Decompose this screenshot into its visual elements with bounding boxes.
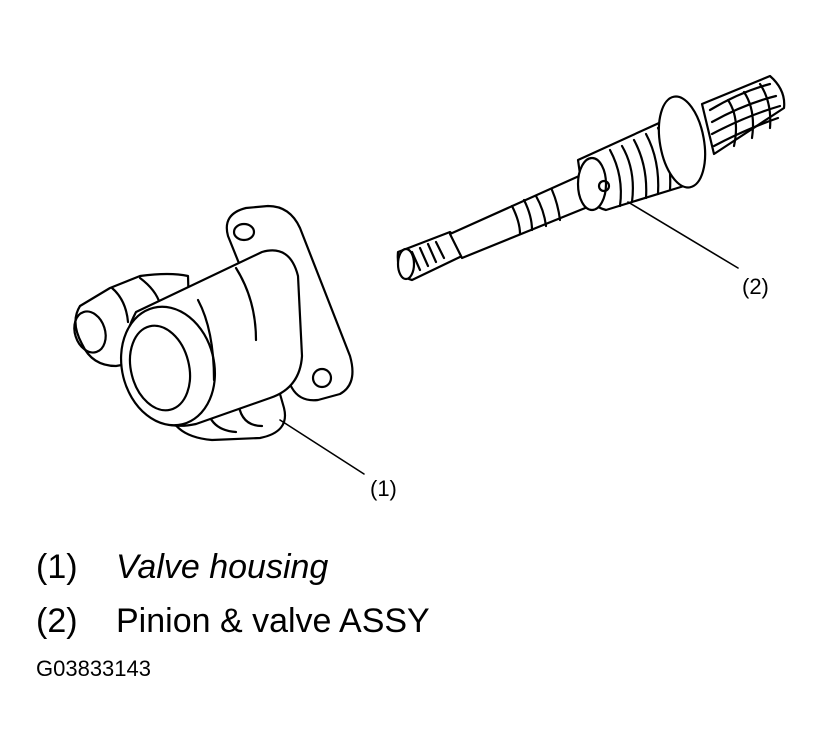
legend-item-number: (2) — [36, 602, 78, 640]
leader-line-1 — [279, 419, 365, 475]
flange-bolt-hole-top — [232, 222, 256, 242]
flange-bolt-hole-bottom — [311, 367, 333, 389]
side-port-bore — [73, 310, 107, 354]
valve-housing-illustration — [73, 204, 354, 442]
cylinder-bore — [128, 324, 192, 412]
legend-item-number: (1) — [36, 548, 78, 586]
pinion-gear — [700, 74, 786, 156]
figure-id: G03833143 — [36, 656, 151, 681]
callout-label-2: (2) — [742, 274, 769, 299]
legend-item-valve-housing: (1) Valve housing — [36, 540, 430, 594]
leader-line-2 — [627, 201, 739, 269]
legend-item-label: Valve housing — [116, 548, 329, 586]
legend-item-pinion-valve-assy: (2) Pinion & valve ASSY — [36, 594, 430, 648]
sleeve-end — [576, 156, 608, 212]
parts-legend: (1) Valve housing (2) Pinion & valve ASS… — [36, 540, 430, 648]
sleeve-pin — [597, 179, 611, 193]
pinion-collar — [657, 95, 707, 189]
legend-item-label: Pinion & valve ASSY — [116, 602, 430, 640]
callout-label-1: (1) — [370, 476, 397, 501]
shaft-tip-end — [396, 247, 416, 281]
pinion-valve-assy-illustration — [396, 74, 786, 282]
